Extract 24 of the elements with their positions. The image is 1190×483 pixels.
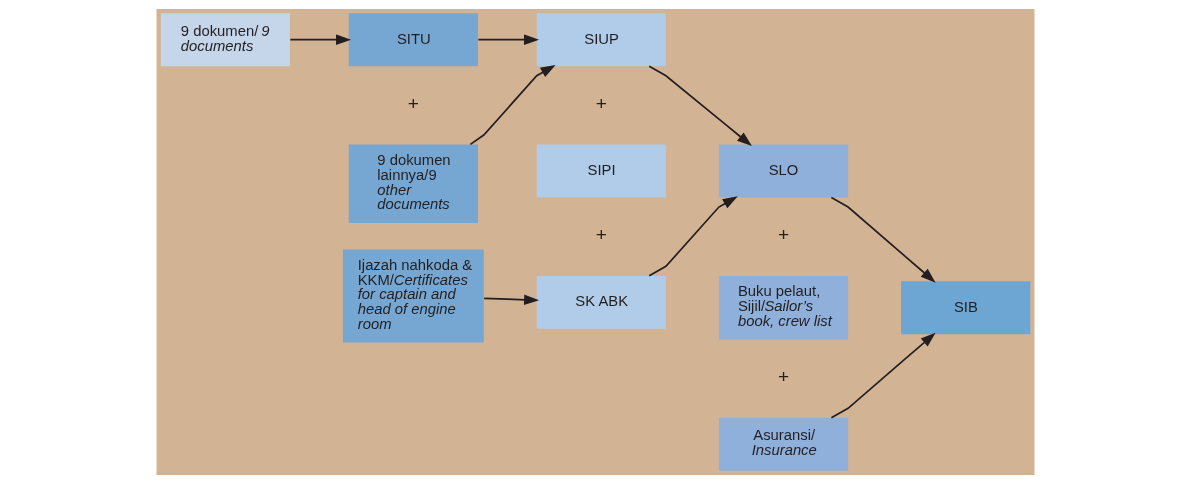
label: + [407,92,419,114]
node-box: 9 dokumen/ 9 documents [160,12,290,66]
label: + [595,92,607,114]
node-box: Asuransi/ Insurance [718,417,848,471]
node-box: SIB [900,280,1030,334]
label: + [595,223,607,245]
label: + [777,365,789,387]
node-box: SIPI [536,144,666,197]
arrow [469,64,556,145]
node-box: SITU [348,12,478,66]
label: + [777,223,789,245]
arrow [289,33,351,45]
arrow [647,195,738,277]
arrow [647,64,752,146]
arrow [830,196,936,283]
arrow [477,33,539,45]
node-box: 9 dokumen lainnya/9 other documents [348,144,478,223]
node-box: SLO [718,144,848,197]
arrow [830,332,936,419]
node-box: Buku pelaut, Sijil/Sailor’s book, crew list [718,275,848,339]
node-box: SIUP [536,12,666,66]
arrow [482,294,539,305]
node-box: Ijazah nahkoda & KKM/Certificates for captain and head of engine room [342,248,484,343]
node-box: SK ABK [536,275,666,329]
